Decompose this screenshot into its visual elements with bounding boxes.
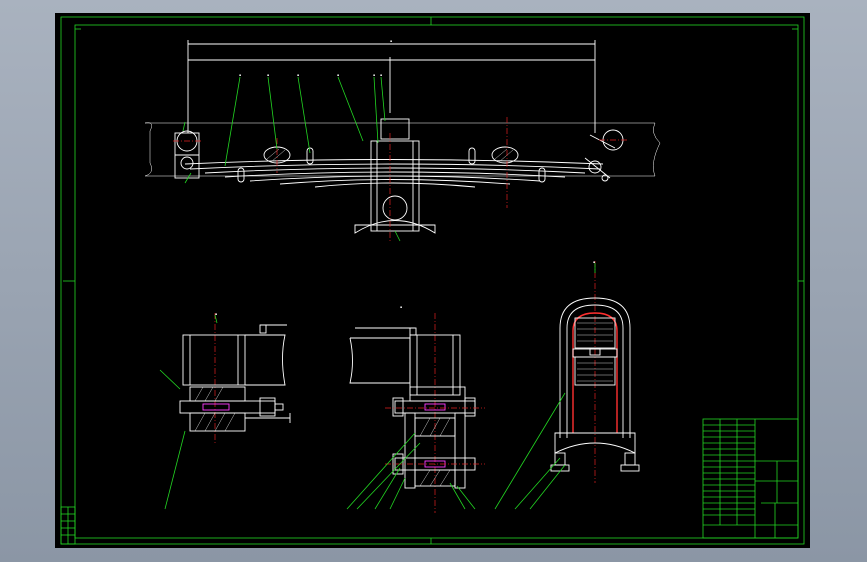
leaf-spring-assembly-drawing: ▪ [60,16,805,545]
svg-text:▪: ▪ [373,73,375,77]
svg-text:▪: ▪ [380,73,382,77]
section-view-u-bolt [494,261,640,510]
svg-text:▪: ▪ [239,73,241,77]
svg-text:▪: ▪ [267,73,269,77]
dim-overall-label: ▪ [390,39,392,43]
svg-text:▪: ▪ [337,73,339,77]
svg-text:▪: ▪ [297,73,299,77]
view-indicators: ▪ ▪ ▪ [215,260,595,316]
section-view-front-eye [159,313,291,510]
section-view-rear-eye [346,313,485,513]
drawing-frame [60,16,805,545]
revision-block [60,506,76,545]
arrow-marker-icon: ▪ [400,305,402,309]
arrow-marker-icon: ▪ [593,260,595,264]
arrow-marker-icon: ▪ [215,312,217,316]
drawing-canvas[interactable]: ▪ [55,13,810,548]
title-block [702,418,799,539]
main-view-leaf-spring: ▪ [144,39,661,243]
